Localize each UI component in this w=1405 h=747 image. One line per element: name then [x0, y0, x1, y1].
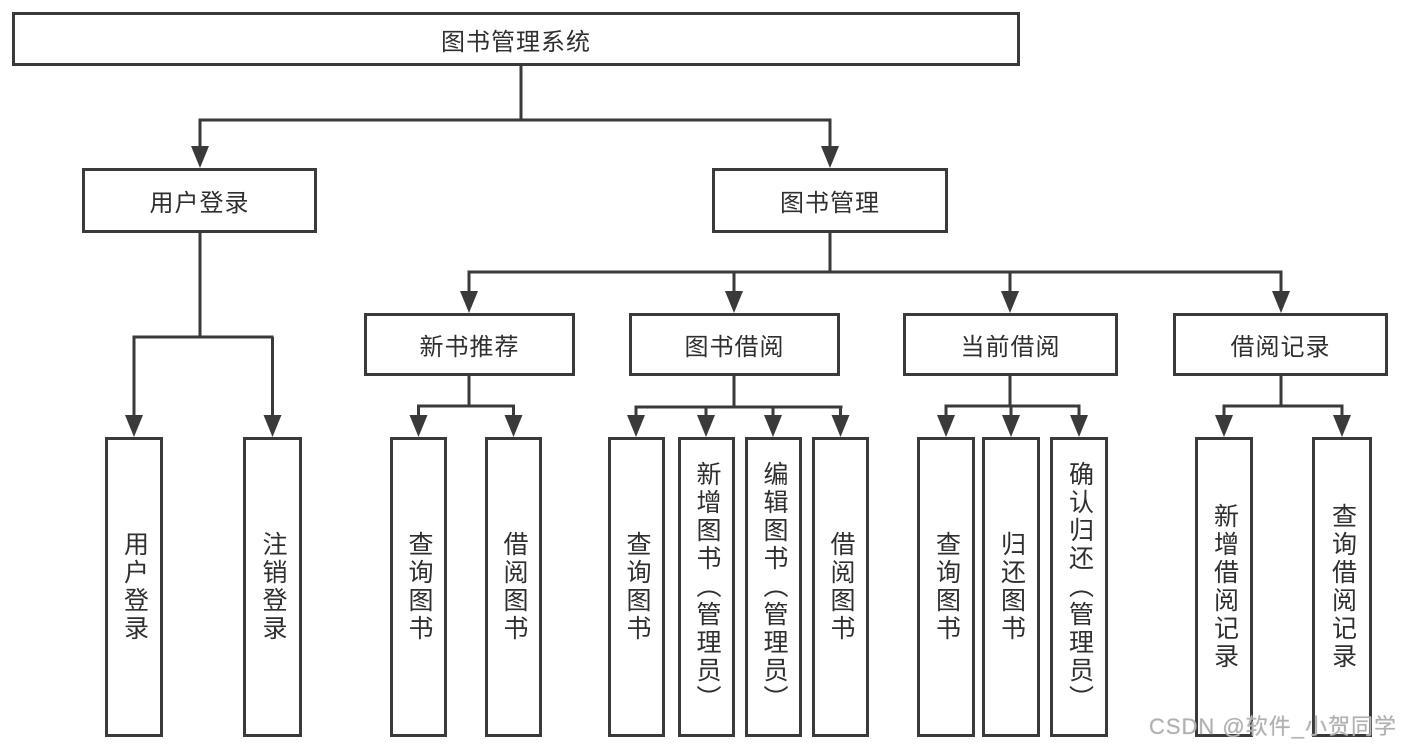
leaf-query-borrow-record: 查询借阅记录 [1312, 437, 1372, 737]
leaf-user-login: 用户登录 [105, 437, 163, 737]
leaf-borrow-books-recommend: 借阅图书 [485, 437, 542, 737]
node-current-borrowing: 当前借阅 [903, 313, 1118, 376]
node-borrow-records: 借阅记录 [1173, 313, 1388, 376]
leaf-query-books-recommend: 查询图书 [390, 437, 447, 737]
leaf-borrow-books-borrowing: 借阅图书 [812, 437, 869, 737]
node-library-management-system: 图书管理系统 [12, 12, 1020, 66]
leaf-add-books-admin: 新增图书（管理员） [678, 437, 735, 737]
leaf-return-books: 归还图书 [982, 437, 1040, 737]
leaf-edit-books-admin: 编辑图书（管理员） [745, 437, 802, 737]
leaf-add-borrow-record: 新增借阅记录 [1195, 437, 1253, 737]
leaf-confirm-return-admin: 确认归还（管理员） [1050, 437, 1108, 737]
node-book-management: 图书管理 [712, 168, 948, 233]
leaf-query-books-borrowing: 查询图书 [608, 437, 665, 737]
node-new-book-recommendation: 新书推荐 [364, 313, 575, 376]
leaf-query-books-current: 查询图书 [917, 437, 975, 737]
leaf-logout: 注销登录 [243, 437, 302, 737]
node-user-login: 用户登录 [82, 168, 317, 233]
node-book-borrowing: 图书借阅 [629, 313, 840, 376]
csdn-watermark: CSDN @软件_小贺同学 [1148, 714, 1397, 739]
